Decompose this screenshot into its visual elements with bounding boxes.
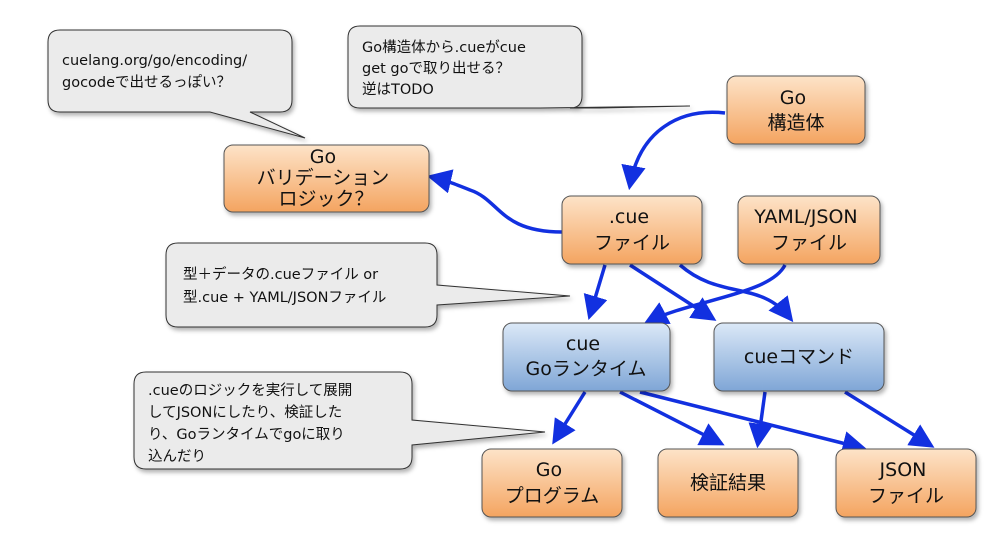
svg-text:Go 構造体: Go 構造体	[767, 87, 824, 134]
node-cue-file-line-2: ファイル	[594, 232, 670, 254]
svg-text:cue Goランタイム: cue Goランタイム	[526, 333, 647, 380]
callout-gocode-line-1: cuelang.org/go/encoding/	[62, 53, 247, 69]
node-yaml-json-file: YAML/JSON ファイル	[737, 195, 881, 265]
node-go-program-line-2: プログラム	[505, 485, 599, 507]
svg-text:型＋データの.cueファイル or 型.cue +: 型＋データの.cueファイル or 型.cue + YAML/JSONファイル	[183, 265, 386, 306]
callout-go-struct-line-3: 逆はTODO	[362, 81, 434, 98]
node-go-struct-line-1: Go	[780, 87, 806, 109]
node-go-program: Go プログラム	[481, 448, 623, 518]
callout-cue-logic	[133, 371, 546, 470]
node-cue-go-runtime-line-2: Goランタイム	[526, 358, 647, 380]
node-json-file-line-1: JSON	[879, 459, 927, 481]
svg-text:Go構造体から.cueがcue get goで取り出: Go構造体から.cueがcue get goで取り出せる？ 逆はTODO	[362, 39, 531, 98]
node-go-struct: Go 構造体	[726, 75, 866, 145]
node-validation-logic-line-3: ロジック？	[278, 188, 373, 210]
arrow-runtime-to-validation-result	[619, 390, 725, 446]
arrow-cue-file-to-runtime	[583, 264, 608, 321]
node-cue-go-runtime: cue Goランタイム	[502, 322, 671, 392]
callout-types-data-line-1: 型＋データの.cueファイル or	[183, 265, 378, 283]
svg-text:.cue ファイル: .cue ファイル	[594, 206, 670, 254]
node-validation-logic: Go バリデーション ロジック？	[223, 144, 430, 213]
callout-go-struct-line-2: get goで取り出せる？	[362, 60, 510, 77]
arrows	[426, 110, 935, 456]
node-cue-file: .cue ファイル	[561, 195, 703, 265]
node-validation-logic-line-2: バリデーション	[257, 167, 390, 189]
arrow-command-to-json-file	[844, 390, 935, 448]
callout-cue-logic-line-4: 込んだり	[148, 448, 206, 465]
callout-gocode-line-2: gocodeで出せるっぽい？	[62, 74, 231, 91]
svg-text:Go プログラム: Go プログラム	[505, 459, 599, 507]
node-validation-result-line-1: 検証結果	[690, 472, 766, 494]
svg-text:cueコマンド: cueコマンド	[744, 346, 854, 368]
node-cue-file-line-1: .cue	[609, 206, 649, 228]
callout-types-data	[165, 242, 571, 328]
node-go-program-line-1: Go	[536, 459, 562, 481]
arrow-yaml-to-runtime	[643, 264, 787, 325]
arrow-runtime-to-json-file	[639, 390, 868, 456]
svg-text:JSON ファイル: JSON ファイル	[868, 459, 944, 507]
node-cue-command-line-1: cueコマンド	[744, 346, 854, 368]
arrow-runtime-to-go-program	[552, 391, 587, 445]
node-cue-go-runtime-line-1: cue	[566, 333, 600, 355]
callout-gocode	[47, 29, 306, 139]
arrow-cue-file-to-command	[629, 263, 717, 321]
callout-go-struct-to-cue	[347, 25, 691, 109]
svg-text:Go バリデーション ロジック？: Go バリデーション ロジック？	[257, 146, 396, 210]
arrow-command-to-validation-result	[748, 391, 773, 449]
callout-types-data-line-2: 型.cue + YAML/JSONファイル	[183, 289, 386, 306]
node-yaml-json-file-line-2: ファイル	[771, 232, 847, 254]
node-json-file-line-2: ファイル	[868, 485, 944, 507]
arrow-cue-file-to-validation	[426, 169, 563, 234]
svg-text:.cueのロジックを実行して展開 してJSONにした: .cueのロジックを実行して展開 してJSONにしたり、検証した り、Goランタ…	[148, 382, 357, 465]
node-json-file: JSON ファイル	[835, 448, 977, 518]
arrow-go-struct-to-cue-file	[621, 110, 726, 191]
callout-cue-logic-line-2: してJSONにしたり、検証した	[148, 404, 342, 421]
node-cue-command: cueコマンド	[713, 322, 885, 392]
callout-cue-logic-line-1: .cueのロジックを実行して展開	[148, 382, 352, 399]
svg-text:検証結果: 検証結果	[690, 472, 766, 494]
svg-text:YAML/JSON ファイル: YAML/JSON ファイル	[753, 206, 863, 254]
callout-go-struct-line-1: Go構造体から.cueがcue	[362, 39, 526, 56]
arrow-yaml-curve-to-command	[678, 263, 794, 323]
node-validation-result: 検証結果	[657, 448, 799, 518]
node-validation-logic-line-1: Go	[310, 146, 336, 168]
node-yaml-json-file-line-1: YAML/JSON	[753, 206, 857, 228]
node-go-struct-line-2: 構造体	[767, 112, 824, 134]
svg-text:cuelang.org/go/encoding/ g: cuelang.org/go/encoding/ gocodeで出せるっぽい？	[62, 53, 252, 91]
callout-cue-logic-line-3: り、Goランタイムでgoに取り	[148, 426, 345, 443]
